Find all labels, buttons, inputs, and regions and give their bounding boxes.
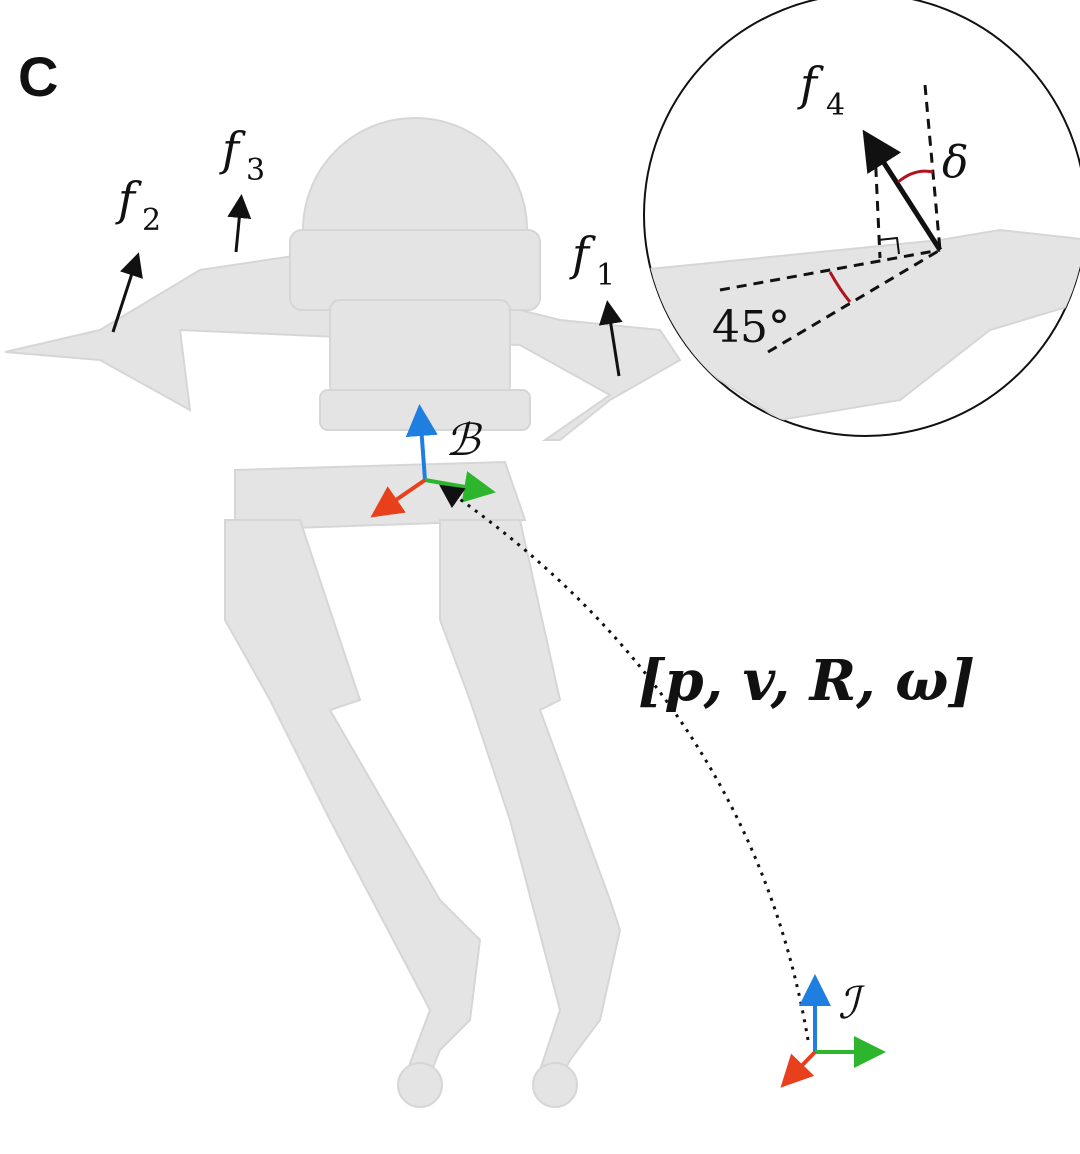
propeller-tilt-inset: f 4 δ 45° <box>643 0 1080 437</box>
force-arrow-f1 <box>598 300 623 377</box>
tilt-angle-arc <box>828 271 852 303</box>
panel-label: C <box>18 45 58 108</box>
state-trajectory-curve <box>439 484 810 1041</box>
svg-text:f: f <box>219 122 246 176</box>
body-frame-label: ℬ <box>445 415 483 466</box>
inertial-frame-label: ℐ <box>838 978 866 1029</box>
force-label-f1: f 1 <box>569 227 615 293</box>
svg-text:f: f <box>569 227 596 281</box>
svg-text:1: 1 <box>596 258 615 293</box>
force-arrow-f4 <box>862 129 943 252</box>
delta-label: δ <box>942 137 969 188</box>
svg-text:2: 2 <box>142 203 161 238</box>
delta-angle-arc <box>897 169 934 184</box>
inertial-frame-axes <box>780 974 886 1088</box>
svg-text:f: f <box>115 172 142 226</box>
force-arrow-f3 <box>227 194 252 253</box>
svg-text:4: 4 <box>826 88 845 123</box>
force-arrow-f2 <box>111 252 143 333</box>
force-label-f3: f 3 <box>219 122 265 188</box>
svg-text:3: 3 <box>246 153 265 188</box>
force-label-f2: f 2 <box>115 172 161 238</box>
state-vector-label: [p, v, R, ω] <box>638 648 975 714</box>
tilt-angle-label: 45° <box>712 302 790 353</box>
